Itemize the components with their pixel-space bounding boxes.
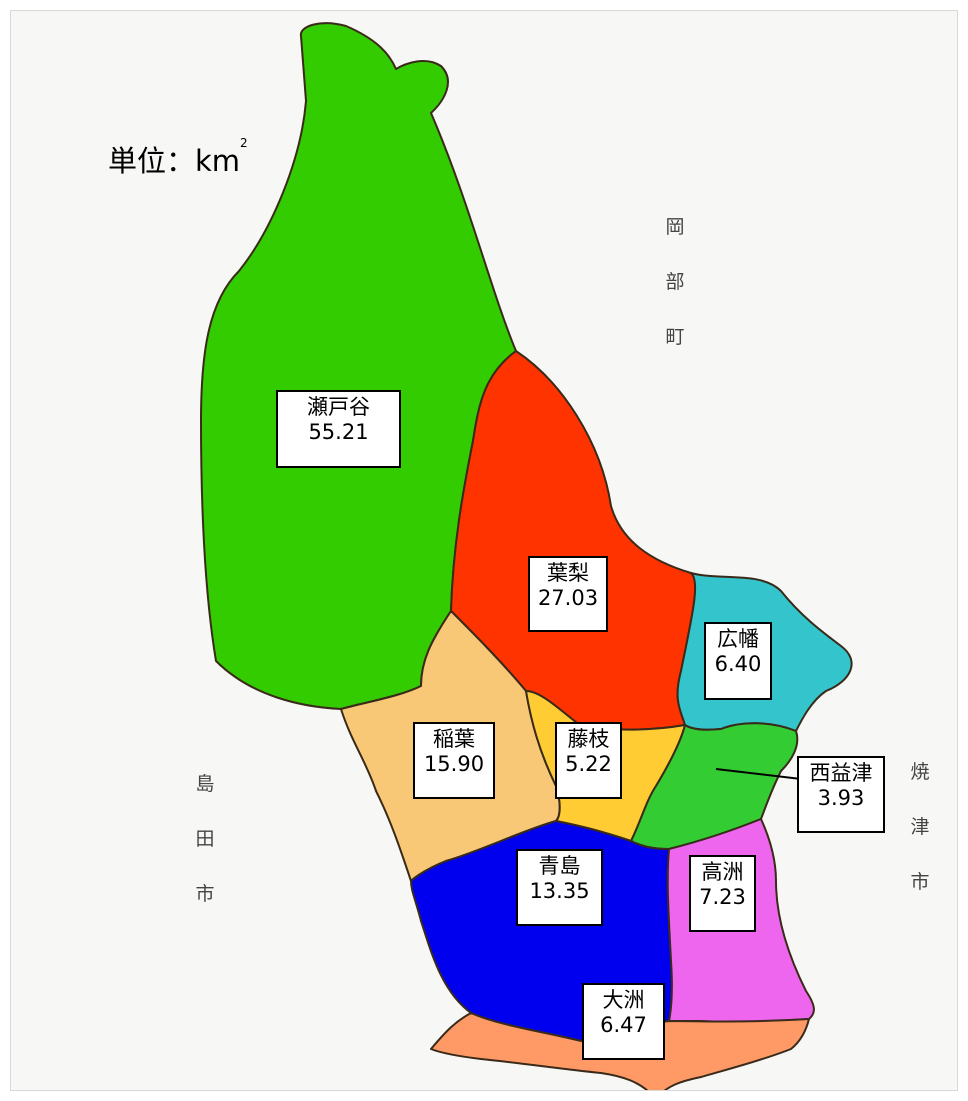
label-aoshima-area: 13.35 xyxy=(529,879,590,903)
yaizu-char-2: 津 xyxy=(910,816,930,838)
label-aoshima: 青島 13.35 xyxy=(516,849,603,926)
label-aoshima-name: 青島 xyxy=(538,854,581,878)
shimada-char-1: 島 xyxy=(195,773,215,795)
unit-text: 単位：km xyxy=(108,144,241,178)
okabe-char-3: 町 xyxy=(665,326,685,348)
label-inaba-area: 15.90 xyxy=(423,752,485,776)
label-nishimashizu: 西益津 3.93 xyxy=(797,756,885,833)
label-setoya-area: 55.21 xyxy=(308,420,369,444)
label-takasu-area: 7.23 xyxy=(699,885,746,909)
label-hanashi: 葉梨 27.03 xyxy=(528,556,608,632)
label-hirohata: 広幡 6.40 xyxy=(704,622,772,700)
unit-label: 単位：km2 xyxy=(108,136,248,180)
okabe-char-1: 岡 xyxy=(665,216,685,238)
label-nishimashizu-name: 西益津 xyxy=(809,761,873,785)
yaizu-char-1: 焼 xyxy=(910,761,930,783)
okabe-char-2: 部 xyxy=(665,271,685,293)
label-hirohata-name: 広幡 xyxy=(717,627,759,651)
label-osu: 大洲 6.47 xyxy=(582,983,665,1060)
label-hanashi-area: 27.03 xyxy=(537,586,599,610)
neighbor-shimada-label: 島 田 市 xyxy=(190,757,220,922)
label-inaba-name: 稲葉 xyxy=(433,727,475,751)
unit-superscript: 2 xyxy=(240,136,248,150)
label-takasu-name: 高洲 xyxy=(701,860,744,884)
nishimashizu-leader-line xyxy=(715,768,802,780)
label-setoya-name: 瀬戸谷 xyxy=(307,395,370,419)
label-osu-name: 大洲 xyxy=(602,988,645,1012)
yaizu-char-3: 市 xyxy=(910,871,930,893)
shimada-char-2: 田 xyxy=(195,828,215,850)
label-osu-area: 6.47 xyxy=(600,1013,647,1037)
shimada-char-3: 市 xyxy=(195,883,215,905)
label-inaba: 稲葉 15.90 xyxy=(413,722,495,799)
label-setoya: 瀬戸谷 55.21 xyxy=(276,390,401,468)
neighbor-okabe-label: 岡 部 町 xyxy=(660,200,690,365)
label-hirohata-area: 6.40 xyxy=(714,652,762,676)
label-hanashi-name: 葉梨 xyxy=(547,561,589,585)
label-fujieda-area: 5.22 xyxy=(565,752,612,776)
label-fujieda: 藤枝 5.22 xyxy=(555,722,622,799)
label-fujieda-name: 藤枝 xyxy=(567,727,610,751)
label-takasu: 高洲 7.23 xyxy=(689,855,756,932)
neighbor-yaizu-label: 焼 津 市 xyxy=(905,745,935,910)
label-nishimashizu-area: 3.93 xyxy=(817,786,865,810)
